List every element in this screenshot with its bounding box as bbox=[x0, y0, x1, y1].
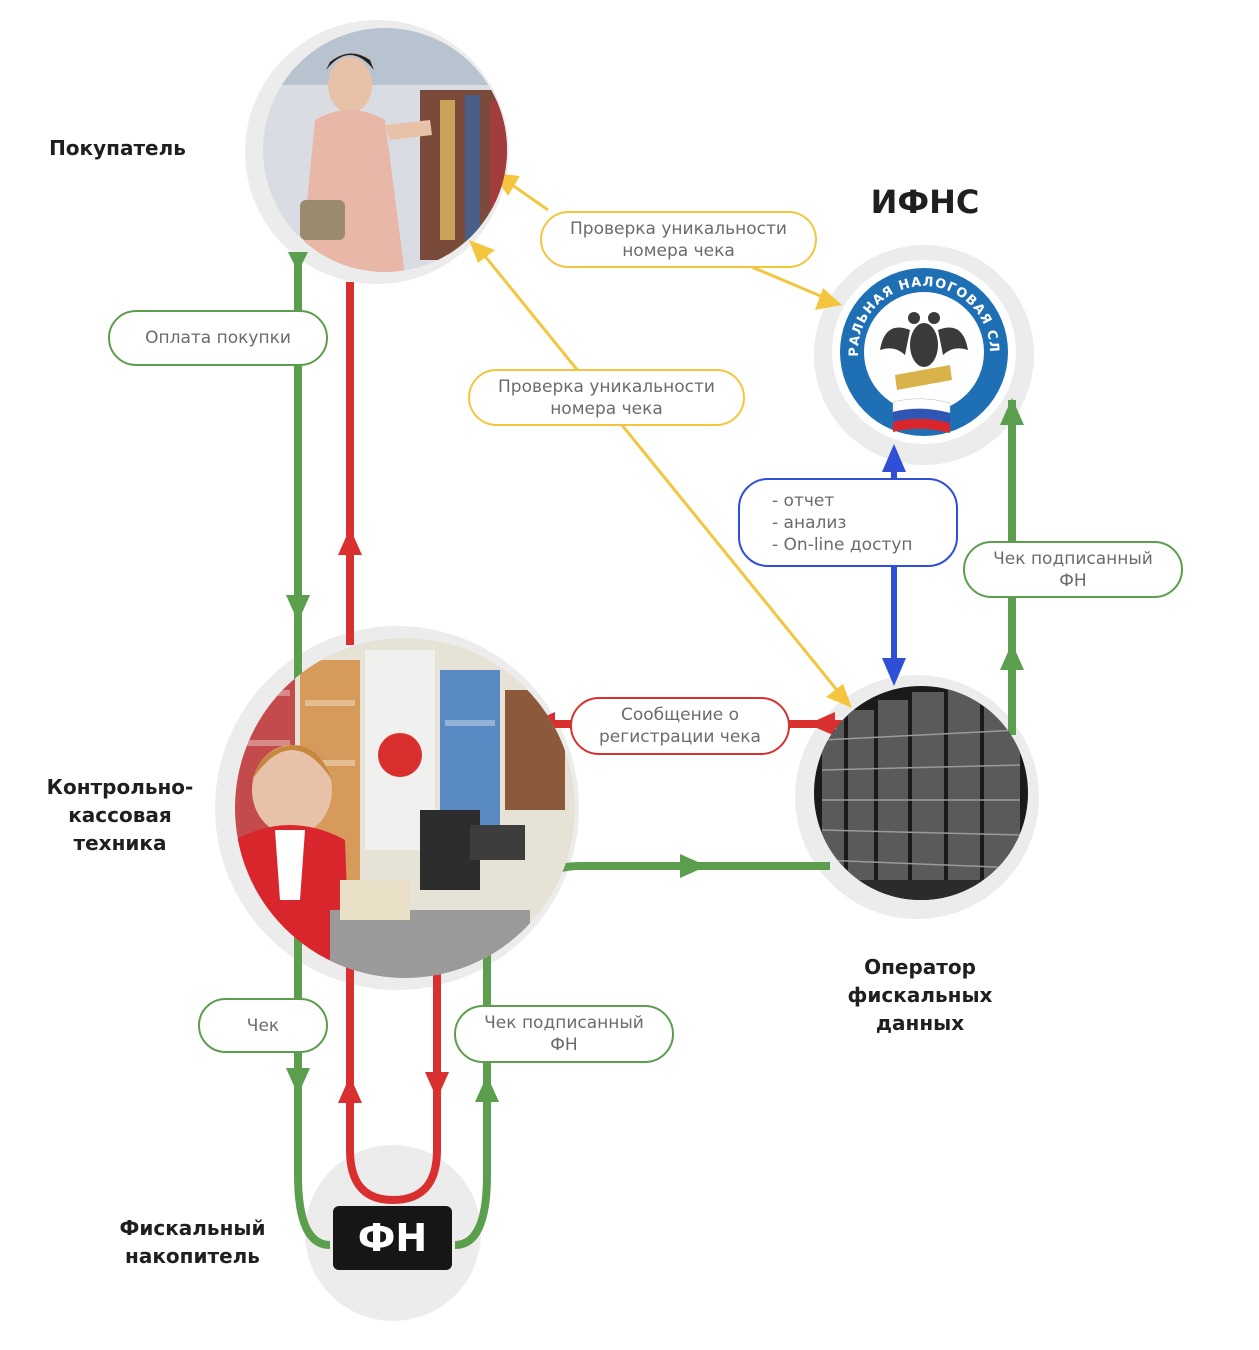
ofd-label-line-1: Оператор bbox=[864, 955, 976, 979]
fn-label-line-1: Фискальный bbox=[119, 1216, 266, 1240]
pill-signed-bottom-line-1: Чек подписанный bbox=[484, 1013, 644, 1033]
ofd-label-line-3: данных bbox=[875, 1011, 965, 1035]
yellow-top-b bbox=[739, 260, 831, 302]
green-kkt-to-fn-left bbox=[294, 935, 331, 1249]
russian-flag bbox=[892, 398, 951, 433]
fn-device-box: ФН bbox=[333, 1206, 452, 1270]
ofd-label-line-2: фискальных bbox=[847, 983, 993, 1007]
arrow-yellow-2 bbox=[815, 288, 842, 310]
buyer-photo bbox=[263, 28, 507, 272]
arrow-red-2 bbox=[338, 1076, 362, 1103]
arrow-red-3 bbox=[425, 1072, 449, 1099]
kkt-label-line-1: Контрольно- bbox=[46, 775, 194, 799]
pill-report-line-1: - отчет bbox=[772, 490, 835, 511]
pill-payment-text: Оплата покупки bbox=[145, 328, 291, 348]
pill-check-mid: Проверка уникальности номера чека bbox=[468, 369, 745, 426]
pill-check-top-line-2: номера чека bbox=[622, 240, 735, 261]
pill-receipt-text: Чек bbox=[246, 1015, 280, 1036]
pill-message: Сообщение о регистрации чека bbox=[570, 697, 790, 755]
pill-signed-bottom: Чек подписанный ФН bbox=[454, 1005, 674, 1063]
arrow-green-7 bbox=[1000, 398, 1024, 425]
pill-report-line-2: - анализ bbox=[772, 512, 847, 533]
pill-report: - отчет - анализ - On-line доступ bbox=[738, 478, 958, 567]
pill-check-top: Проверка уникальности номера чека bbox=[540, 211, 817, 268]
arrow-green-2 bbox=[286, 595, 310, 622]
pill-receipt: Чек bbox=[198, 998, 328, 1053]
fn-label: Фискальный накопитель bbox=[100, 1214, 285, 1270]
ifns-label: ИФНС bbox=[870, 183, 980, 221]
yellow-mid bbox=[478, 249, 847, 701]
pill-signed-bottom-line-2: ФН bbox=[550, 1035, 578, 1055]
ofd-photo bbox=[814, 686, 1028, 900]
kkt-label: Контрольно- кассовая техника bbox=[25, 773, 215, 857]
pill-message-line-2: регистрации чека bbox=[599, 727, 761, 747]
pill-signed-right: Чек подписанный ФН bbox=[963, 541, 1183, 598]
pill-signed-right-line-2: ФН bbox=[1059, 570, 1087, 591]
arrow-green-1 bbox=[288, 252, 308, 272]
pill-report-line-3: - On-line доступ bbox=[772, 534, 913, 555]
arrow-green-4 bbox=[475, 1075, 499, 1102]
pill-check-mid-line-1: Проверка уникальности bbox=[498, 376, 715, 397]
kkt-photo bbox=[235, 638, 575, 978]
arrow-green-6 bbox=[1000, 643, 1024, 670]
arrow-red-5 bbox=[808, 712, 835, 736]
ofd-label: Оператор фискальных данных bbox=[830, 953, 1010, 1037]
pill-check-top-line-1: Проверка уникальности bbox=[570, 218, 787, 239]
pill-check-mid-line-2: номера чека bbox=[550, 398, 663, 419]
buyer-label: Покупатель bbox=[49, 136, 186, 160]
arrow-green-5 bbox=[680, 854, 707, 878]
green-fn-to-kkt-right bbox=[454, 935, 491, 1249]
arrow-yellow-3 bbox=[469, 240, 495, 263]
pill-signed-right-line-1: Чек подписанный bbox=[993, 548, 1153, 569]
arrow-blue-up bbox=[882, 444, 906, 472]
arrow-blue-down bbox=[882, 658, 906, 686]
arrow-green-3 bbox=[286, 1068, 310, 1095]
pill-message-line-1: Сообщение о bbox=[620, 705, 740, 725]
red-fn-loop bbox=[346, 965, 441, 1205]
kkt-label-line-3: техника bbox=[73, 831, 167, 855]
pill-payment: Оплата покупки bbox=[108, 310, 328, 366]
kkt-label-line-2: кассовая bbox=[68, 803, 172, 827]
arrow-yellow-4 bbox=[826, 684, 852, 708]
arrow-red-1 bbox=[338, 528, 362, 555]
fn-label-line-2: накопитель bbox=[125, 1244, 260, 1268]
